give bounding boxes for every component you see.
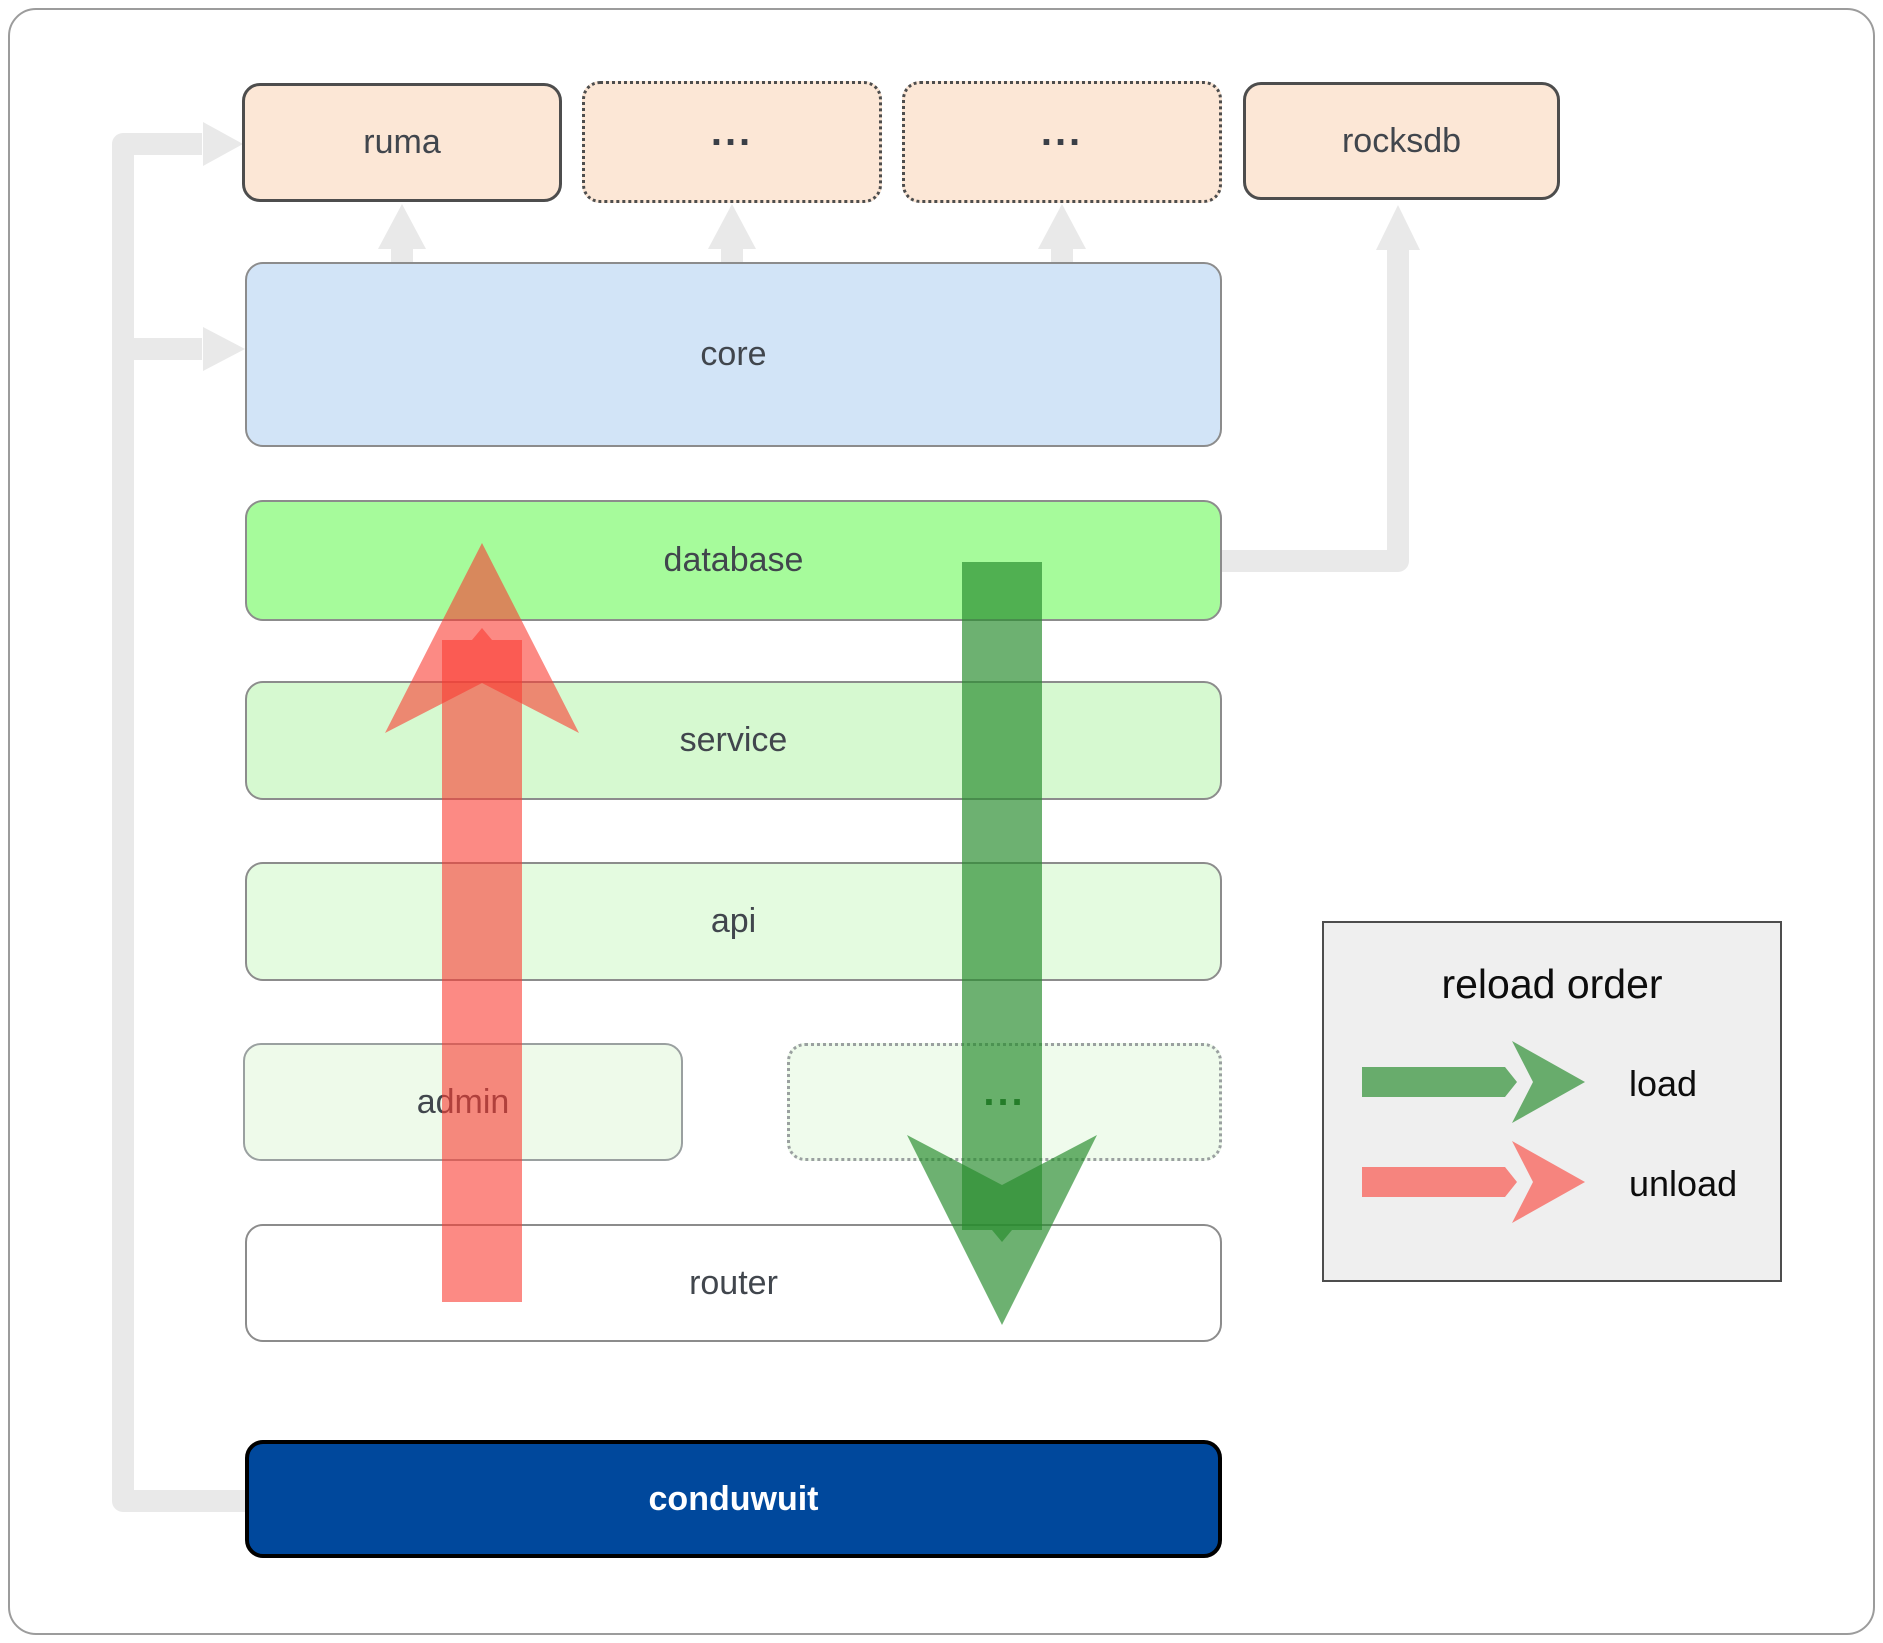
node-ruma-label: ruma: [363, 123, 441, 161]
edge-core-to-ellipsis2-arrow-icon: [1038, 204, 1086, 263]
node-core: core: [245, 262, 1222, 447]
node-ruma: ruma: [242, 83, 562, 202]
node-database-label: database: [663, 541, 804, 579]
node-ellipsis-top-1: ...: [582, 81, 882, 203]
node-service-label: service: [679, 721, 788, 759]
unload-flow-arrow-icon: [385, 543, 579, 1302]
node-rocksdb-label: rocksdb: [1341, 121, 1462, 160]
edge-database-to-rocksdb-line: [1222, 248, 1409, 572]
node-ellipsis-top-2-label: ...: [1040, 109, 1084, 154]
legend-load-label: load: [1629, 1063, 1698, 1104]
node-api: api: [245, 862, 1222, 981]
edge-arrowhead-into-core-icon: [203, 327, 245, 371]
node-core-label: core: [700, 335, 767, 373]
node-api-label: api: [710, 902, 757, 940]
edge-arrowhead-into-ruma-icon: [203, 122, 243, 166]
legend-title: reload order: [1441, 961, 1663, 1007]
edge-core-to-ruma-arrow-icon: [378, 204, 426, 263]
node-conduwuit-label: conduwuit: [648, 1479, 819, 1518]
node-rocksdb: rocksdb: [1243, 82, 1560, 200]
legend-load-arrow-icon: [1362, 1041, 1585, 1123]
legend-unload-arrow-icon: [1362, 1141, 1585, 1223]
load-flow-arrow-icon: [907, 562, 1097, 1325]
node-ellipsis-top-2: ...: [902, 81, 1222, 203]
node-router: router: [245, 1224, 1222, 1342]
node-router-label: router: [689, 1263, 778, 1302]
edge-core-to-ellipsis1-arrow-icon: [708, 204, 756, 263]
node-conduwuit: conduwuit: [245, 1440, 1222, 1558]
edge-conduwuit-to-ruma-line: [112, 133, 250, 1512]
legend-unload-label: unload: [1629, 1163, 1738, 1204]
legend-box: reload order load unload: [1322, 921, 1782, 1282]
node-ellipsis-top-1-label: ...: [710, 109, 754, 154]
node-database: database: [245, 500, 1222, 621]
edge-arrowhead-into-rocksdb-icon: [1376, 205, 1420, 250]
